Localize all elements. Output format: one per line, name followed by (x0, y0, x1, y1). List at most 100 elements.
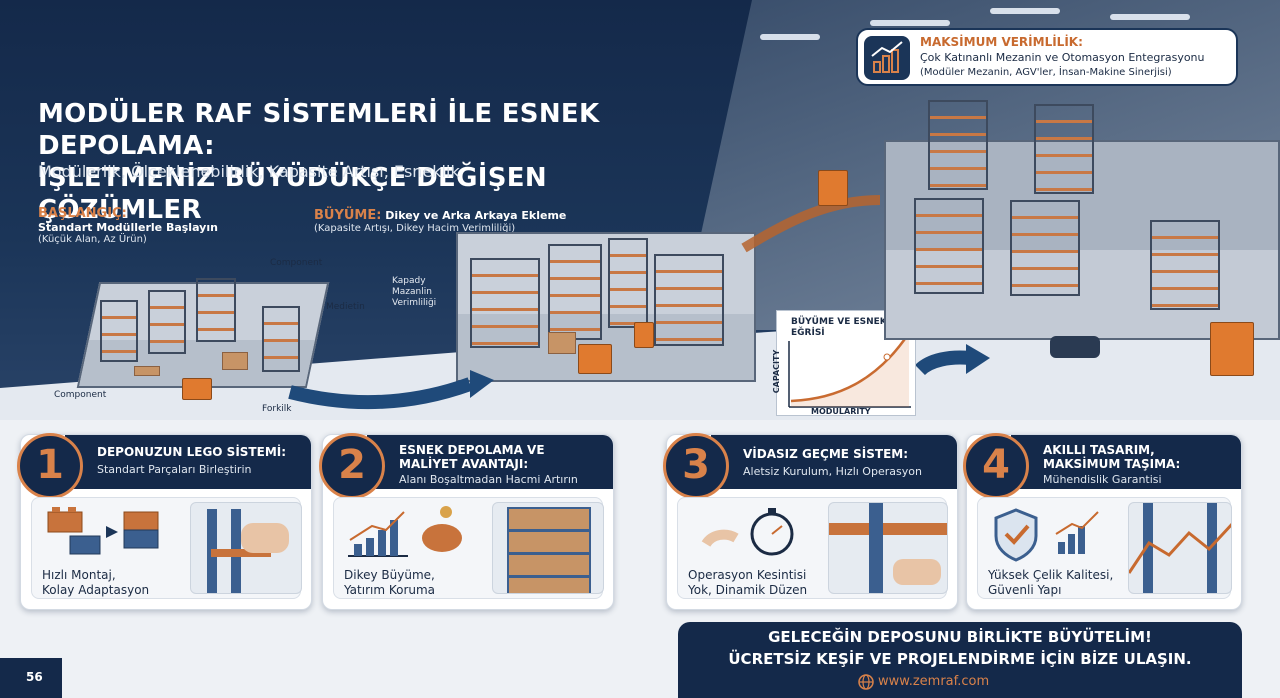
shelf-unit (100, 300, 138, 362)
card-1-body: Hızlı Montaj, Kolay Adaptasyon (31, 497, 302, 599)
card-header (1011, 435, 1241, 489)
shelf-unit (196, 278, 236, 342)
growth-curve (790, 332, 911, 403)
growth-chart-title: BÜYÜME VE ESNEKLİK EĞRİSİ (791, 317, 903, 338)
card-3-subtitle: Aletsiz Kurulum, Hızlı Operasyon (743, 465, 922, 478)
shelf-unit (470, 258, 540, 348)
arrow-head (966, 344, 990, 374)
pallet (134, 366, 160, 376)
card-3-body: Operasyon Kesintisi Yok, Dinamik Düzen (677, 497, 948, 599)
call-to-action-banner: GELECEĞİN DEPOSUNU BİRLİKTE BÜYÜTELİM! Ü… (678, 622, 1242, 698)
stage-start-bold: Standart Modüllerle Başlayın (38, 221, 218, 234)
step-card-1: 1 DEPONUZUN LEGO SİSTEMİ: Standart Parça… (17, 433, 312, 610)
cta-line-1: GELECEĞİN DEPOSUNU BİRLİKTE BÜYÜTELİM! (768, 628, 1152, 646)
stage-max-bold: Çok Katınanlı Mezanin ve Otomasyon Enteg… (920, 51, 1205, 64)
shelf-unit (654, 254, 724, 346)
cargo-box (548, 332, 576, 354)
growth-area (791, 333, 909, 407)
piggy-bank-icon (422, 524, 462, 552)
label-component-1: Component (270, 258, 323, 268)
growth-curve-plot (788, 332, 911, 408)
shelf-unit (914, 198, 984, 294)
growth-chart-icon (864, 36, 910, 80)
card-2-body: Dikey Büyüme, Yatırım Koruma (333, 497, 604, 599)
shield-check-icon (994, 508, 1099, 562)
curve-marker (883, 353, 891, 361)
label-forkilk: Forkilk (262, 404, 292, 414)
card-4-body: Yüksek Çelik Kalitesi, Güvenli Yapı (977, 497, 1232, 599)
card-2-caption: Dikey Büyüme, Yatırım Koruma (344, 568, 436, 597)
website-link[interactable]: www.zemraf.com (878, 674, 990, 689)
stage-start-heading: BAŞLANGIÇ: Standart Modüllerle Başlayın … (38, 206, 218, 245)
page-number: 56 (0, 658, 62, 698)
ceiling-light (870, 20, 950, 26)
step-number-3: 3 (663, 433, 729, 499)
stage-growth-sub: (Kapasite Artışı, Dikey Hacim Verimliliğ… (314, 223, 516, 234)
card-4-title: AKILLI TASARIM, MAKSİMUM TAŞIMA: (1043, 443, 1181, 471)
investment-growth-icon (348, 506, 462, 557)
card-header (367, 435, 613, 489)
boltless-connection-photo (828, 502, 948, 594)
shelf-unit (608, 238, 648, 328)
forklift (1210, 322, 1254, 376)
stage-growth-title: BÜYÜME: (314, 208, 382, 223)
card-3-caption: Operasyon Kesintisi Yok, Dinamik Düzen (688, 568, 808, 597)
page-subtitle: Modülerlik, Ölçeklenebilirlik, Kapasite … (38, 162, 460, 181)
stage-max-title: MAKSİMUM VERİMLİLİK: (920, 35, 1083, 49)
step-card-2: 2 ESNEK DEPOLAMA VE MALİYET AVANTAJI: Al… (319, 433, 614, 610)
steel-structure-photo (1128, 502, 1232, 594)
card-4-caption: Yüksek Çelik Kalitesi, Güvenli Yapı (988, 568, 1114, 597)
shelf-unit (1150, 220, 1220, 310)
arrow-growth-to-max (741, 195, 881, 253)
shelf-unit (1034, 104, 1094, 194)
assembly-photo (190, 502, 302, 594)
label-medietin: Medietin (326, 302, 365, 312)
forklift (578, 344, 612, 374)
arrow-start-to-growth (288, 377, 473, 410)
shelf-unit (262, 306, 300, 372)
title-line-2: İŞLETMENİZ BÜYÜDÜKÇE DEĞİŞEN ÇÖZÜMLER (38, 163, 547, 225)
ceiling-light (1110, 14, 1190, 20)
growth-chart-ylabel: CAPACITY (772, 349, 782, 394)
step-card-3: 3 VİDASIZ GEÇME SİSTEM: Aletsiz Kurulum,… (663, 433, 958, 610)
card-header (711, 435, 957, 489)
hand-icon (701, 529, 739, 548)
card-header (65, 435, 311, 489)
growth-chart-xlabel: MODULARITY (811, 407, 871, 416)
shelf-unit (928, 100, 988, 190)
step-number-4: 4 (963, 433, 1029, 499)
card-1-subtitle: Standart Parçaları Birleştirin (97, 463, 252, 476)
label-component-2: Component (54, 390, 107, 400)
growth-side-label: Kapady Mazanlin Verimliliği (392, 276, 437, 308)
forklift (818, 170, 848, 206)
stage-start-sub: (Küçük Alan, Az Ürün) (38, 234, 147, 245)
stage-growth-heading: BÜYÜME: Dikey ve Arka Arkaya Ekleme (Kap… (314, 208, 566, 234)
shelf-unit (148, 290, 186, 354)
title-line-1: MODÜLER RAF SİSTEMLERİ İLE ESNEK DEPOLAM… (38, 99, 600, 161)
card-2-subtitle: Alanı Boşaltmadan Hacmi Artırın (399, 473, 578, 486)
card-4-subtitle: Mühendislik Garantisi (1043, 473, 1162, 486)
forklift (182, 378, 212, 400)
arrow-head (470, 370, 494, 398)
cta-line-2: ÜCRETSİZ KEŞİF VE PROJELENDİRME İÇİN BİZ… (728, 650, 1192, 668)
vertical-rack-photo (492, 502, 604, 594)
card-1-title: DEPONUZUN LEGO SİSTEMİ: (97, 445, 287, 459)
card-1-caption: Hızlı Montaj, Kolay Adaptasyon (42, 568, 150, 597)
stage-growth-bold: Dikey ve Arka Arkaya Ekleme (385, 209, 567, 222)
cargo-box (222, 352, 248, 370)
stage-max-callout: MAKSİMUM VERİMLİLİK: Çok Katınanlı Mezan… (856, 28, 1238, 86)
step-number-2: 2 (319, 433, 385, 499)
page-title: MODÜLER RAF SİSTEMLERİ İLE ESNEK DEPOLAM… (38, 98, 698, 226)
globe-icon (858, 674, 874, 690)
step-card-4: 4 AKILLI TASARIM, MAKSİMUM TAŞIMA: Mühen… (963, 433, 1242, 610)
card-2-title: ESNEK DEPOLAMA VE MALİYET AVANTAJI: (399, 443, 545, 471)
forklift (634, 322, 654, 348)
step-number-1: 1 (17, 433, 83, 499)
ceiling-light (760, 34, 820, 40)
ceiling-light (990, 8, 1060, 14)
stage-start-title: BAŞLANGIÇ: (38, 206, 127, 221)
stopwatch-icon (701, 508, 794, 556)
agv-robot (1050, 336, 1100, 358)
shelf-unit (1010, 200, 1080, 296)
